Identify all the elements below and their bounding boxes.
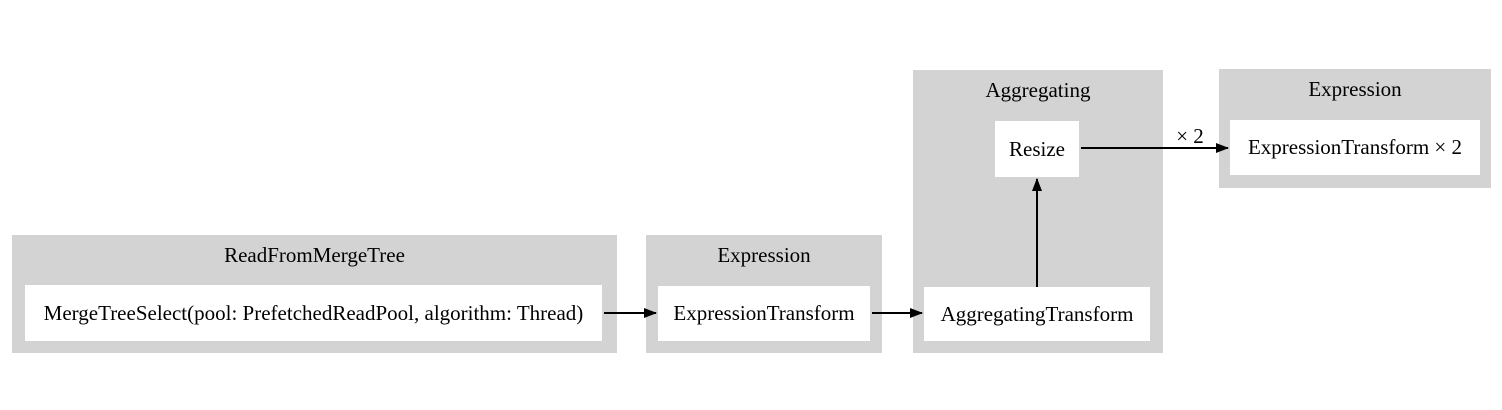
- node-mergetreeselect: MergeTreeSelect(pool: PrefetchedReadPool…: [25, 285, 602, 341]
- node-expressiontransform: ExpressionTransform: [658, 286, 870, 341]
- edge-label-x2: × 2: [1176, 124, 1204, 148]
- cluster-expression-2-title: Expression: [1308, 77, 1402, 101]
- cluster-expression-1-title: Expression: [717, 243, 811, 267]
- cluster-aggregating-title: Aggregating: [985, 78, 1091, 102]
- node-resize: Resize: [995, 121, 1079, 177]
- node-aggregatingtransform: AggregatingTransform: [924, 287, 1150, 341]
- node-expressiontransform-x2: ExpressionTransform × 2: [1230, 120, 1480, 175]
- cluster-readfrommergetree-title: ReadFromMergeTree: [224, 243, 405, 267]
